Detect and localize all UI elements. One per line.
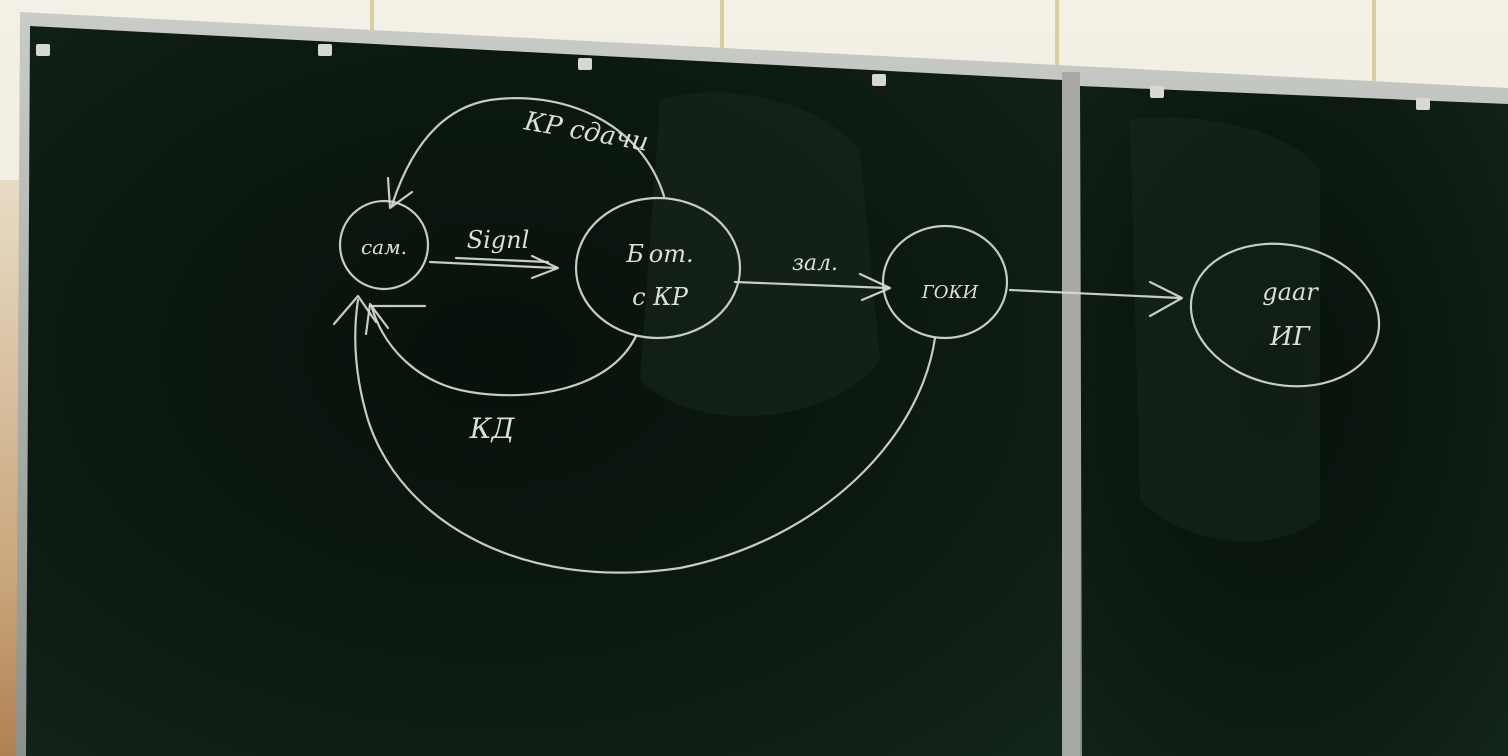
node-circle	[574, 196, 742, 340]
board-clips	[36, 44, 1430, 110]
board-right-panel	[1080, 86, 1508, 756]
edge-c-to-d	[1008, 288, 1182, 300]
board-reflection	[640, 92, 880, 417]
edge-a-to-b	[428, 260, 558, 270]
edge-label: КД	[469, 412, 516, 445]
node-label: сам.	[361, 235, 407, 259]
edge-label-underline	[454, 256, 550, 264]
arrowhead	[530, 254, 560, 280]
board-divider	[1062, 72, 1080, 756]
node-circle	[1189, 242, 1381, 388]
edge-b-to-a-lower	[370, 306, 638, 397]
node-label: gaar	[1262, 278, 1319, 306]
edge-top-loop	[390, 97, 666, 207]
node-label: Б от.	[625, 240, 693, 268]
edge-label: зал.	[792, 251, 838, 276]
arrowhead	[332, 294, 378, 326]
node-circle	[338, 199, 430, 291]
node-label: с КР	[632, 283, 689, 311]
arrowhead	[1148, 280, 1184, 318]
edge-c-to-a-large-loop	[354, 298, 937, 574]
node-label: ГОКИ	[921, 282, 979, 303]
arrowhead	[386, 176, 414, 210]
edge-b-to-c	[733, 280, 890, 290]
arrowhead	[858, 272, 892, 302]
tile-seam	[720, 0, 724, 90]
chalk-diagram: сам. Б от. с КР ГОКИ gaar ИГ КР сдачи Si…	[332, 97, 1381, 574]
node-label: ИГ	[1269, 322, 1311, 352]
arrowhead	[364, 302, 390, 336]
edge-label: Signl	[467, 226, 530, 254]
tile-seam	[1055, 0, 1059, 90]
board-reflection	[1130, 117, 1320, 542]
node-circle	[881, 224, 1009, 340]
tile-seam	[1372, 0, 1376, 90]
